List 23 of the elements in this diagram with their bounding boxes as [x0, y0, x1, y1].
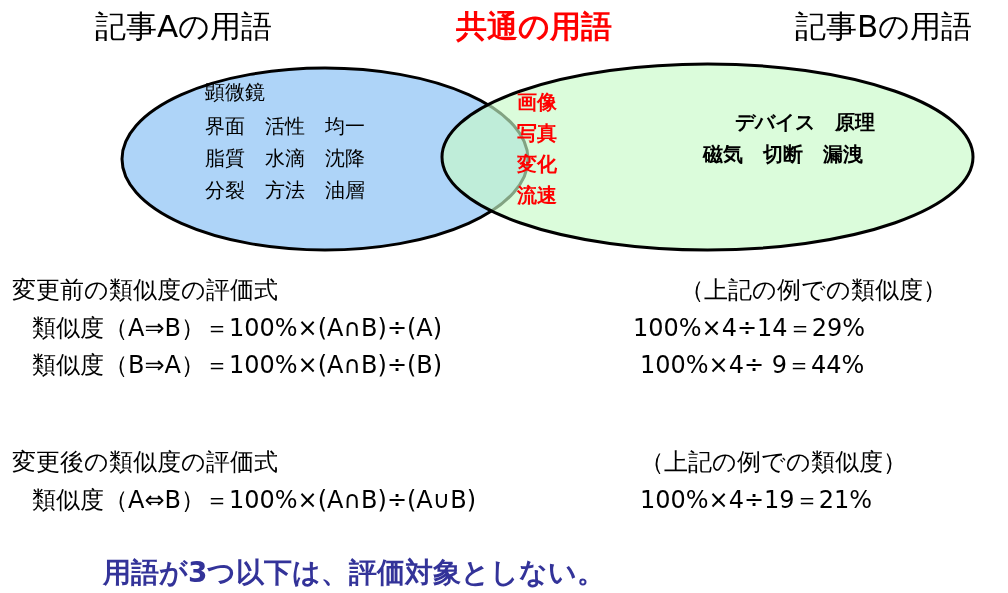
- term-list: 界面 活性 均一: [205, 114, 365, 138]
- example-heading: （上記の例での類似度）: [680, 276, 947, 305]
- example-heading: （上記の例での類似度）: [640, 448, 907, 477]
- calculation: 100%×4÷19＝21%: [640, 486, 872, 515]
- formula-heading: 変更前の類似度の評価式: [12, 276, 278, 305]
- term-list: デバイス 原理: [735, 110, 875, 134]
- formula: 類似度（B⇒A）＝100%×(A∩B)÷(B): [32, 351, 443, 380]
- formula: 類似度（A⇔B）＝100%×(A∩B)÷(A∪B): [32, 486, 477, 515]
- note: 用語が3つ以下は、評価対象としない。: [103, 556, 606, 590]
- term-list: 分裂 方法 油層: [205, 178, 365, 202]
- term-list: 磁気 切断 漏洩: [703, 142, 863, 166]
- set-heading: 記事Aの用語: [95, 8, 273, 46]
- term: 流速: [517, 183, 557, 207]
- calculation: 100%×4÷ 9＝44%: [640, 351, 865, 380]
- term: 画像: [517, 90, 557, 114]
- formula: 類似度（A⇒B）＝100%×(A∩B)÷(A): [32, 314, 443, 343]
- term: 写真: [517, 121, 557, 145]
- set-heading: 共通の用語: [456, 8, 612, 46]
- calculation: 100%×4÷14＝29%: [633, 314, 865, 343]
- term-list: 脂質 水滴 沈降: [205, 146, 365, 170]
- formula-heading: 変更後の類似度の評価式: [12, 448, 278, 477]
- term: 変化: [517, 152, 557, 176]
- set-heading: 記事Bの用語: [795, 8, 973, 46]
